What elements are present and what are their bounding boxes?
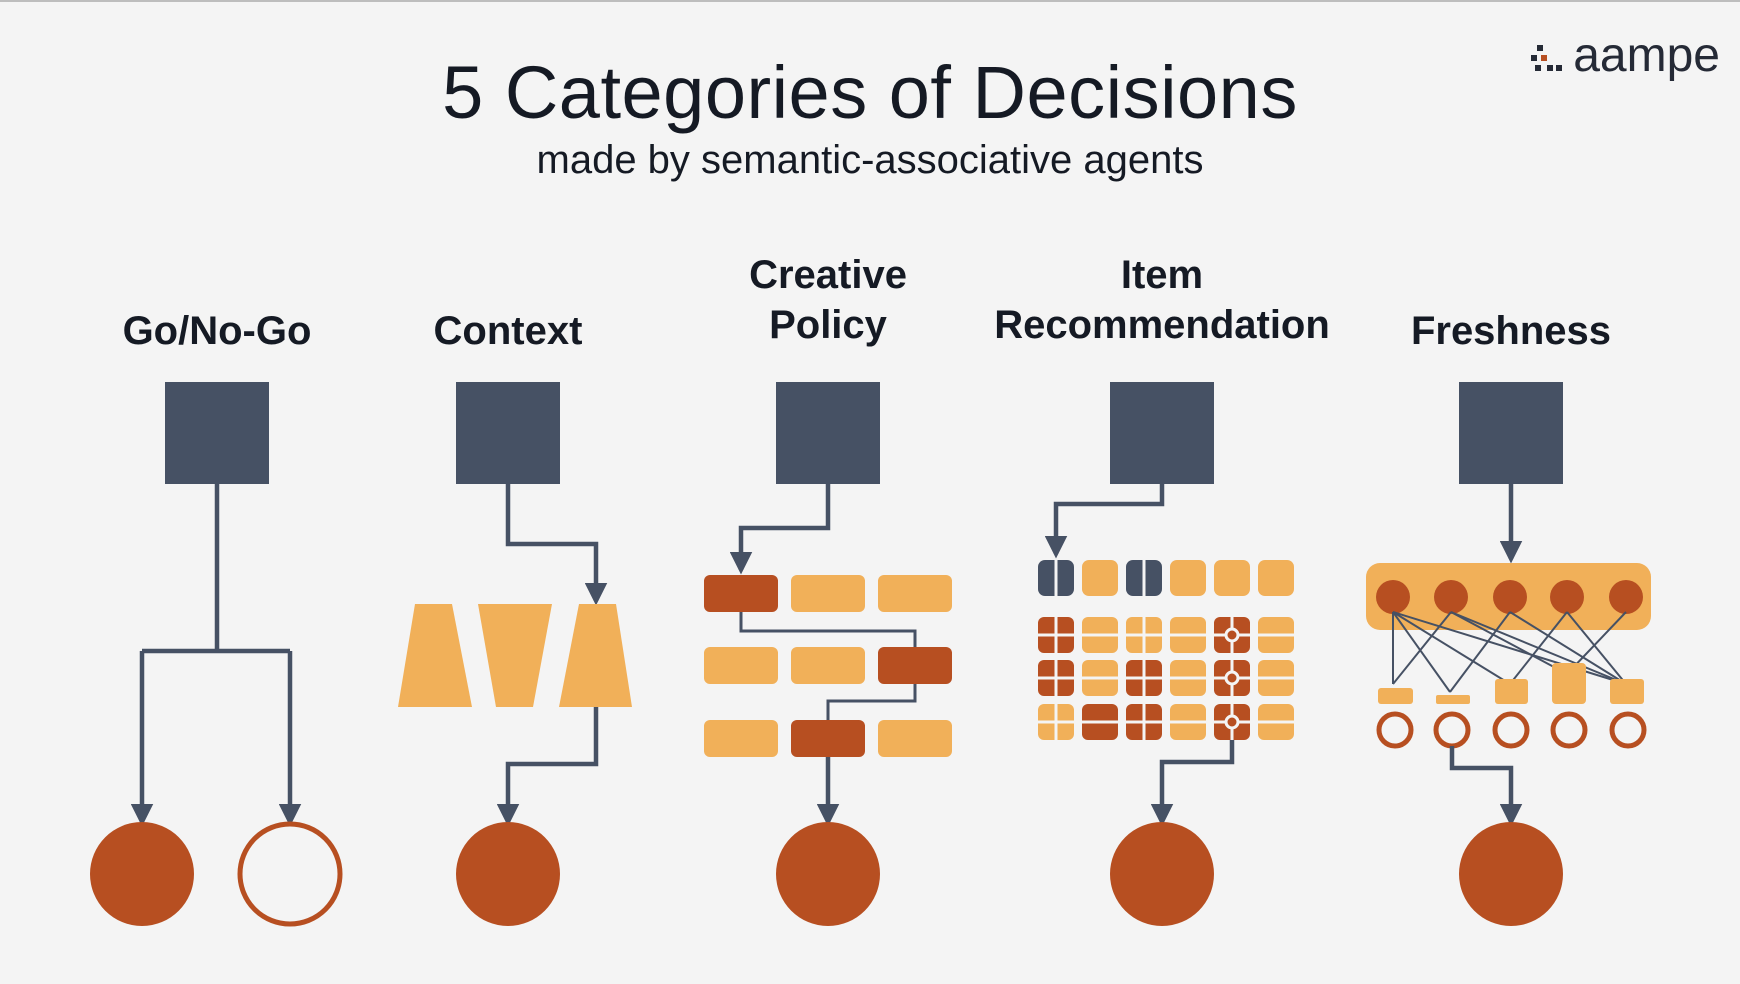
context-diagram — [398, 382, 632, 926]
policy-block — [704, 647, 778, 684]
category-title-freshness: Freshness — [1410, 309, 1612, 353]
candidate-circle — [1609, 711, 1647, 749]
item-recommendation-diagram — [1038, 382, 1294, 926]
freshness-bar — [1378, 688, 1413, 704]
top-border — [0, 0, 1740, 2]
arrow — [729, 484, 831, 575]
no-go-outcome-circle — [237, 821, 343, 927]
item-grid — [1038, 617, 1294, 740]
message-node — [1550, 580, 1584, 614]
go-outcome-circle — [90, 822, 194, 926]
outcome-circle — [1110, 822, 1214, 926]
message-node — [1434, 580, 1468, 614]
agent-square — [456, 382, 560, 484]
go-no-go-diagram — [90, 382, 343, 927]
agent-square — [1110, 382, 1214, 484]
creative-policy-diagram — [704, 382, 952, 926]
freshness-bar — [1436, 695, 1470, 704]
category-title-creative-policy: Creative Policy — [749, 253, 907, 347]
freshness-bar — [1552, 663, 1586, 704]
agent-square — [165, 382, 269, 484]
policy-block — [878, 720, 952, 757]
arrow — [496, 707, 599, 827]
policy-block — [791, 720, 865, 757]
arrow — [505, 484, 608, 606]
item-cell — [1082, 560, 1118, 596]
connector — [826, 684, 917, 720]
outcome-circle — [1459, 822, 1563, 926]
context-trapezoid — [398, 604, 472, 707]
outcome-circle — [456, 822, 560, 926]
item-cell — [1258, 560, 1294, 596]
message-node — [1609, 580, 1643, 614]
policy-block — [791, 647, 865, 684]
policy-block — [704, 575, 778, 612]
item-cell — [1170, 560, 1206, 596]
context-trapezoid — [559, 604, 632, 707]
freshness-diagram — [1366, 382, 1651, 926]
brand-name: aampe — [1573, 29, 1720, 82]
candidate-circle — [1376, 711, 1414, 749]
freshness-bar — [1495, 679, 1528, 704]
agent-square — [776, 382, 880, 484]
brand-logo: aampe — [1529, 28, 1720, 83]
candidate-circle — [1433, 711, 1471, 749]
policy-block — [704, 720, 778, 757]
outcome-circle — [776, 822, 880, 926]
page-subtitle: made by semantic-associative agents — [536, 138, 1204, 182]
aampe-logo-icon — [1531, 44, 1563, 71]
context-trapezoid — [478, 604, 552, 707]
candidate-circle — [1550, 711, 1588, 749]
item-cell — [1214, 560, 1250, 596]
category-title-context: Context — [433, 309, 583, 353]
message-node — [1376, 580, 1410, 614]
message-node — [1493, 580, 1527, 614]
arrow — [1449, 746, 1523, 827]
freshness-bar — [1610, 679, 1644, 704]
arrow — [1150, 740, 1235, 827]
agent-square — [1459, 382, 1563, 484]
policy-block — [791, 575, 865, 612]
policy-block — [878, 575, 952, 612]
category-title-item-recommendation: Item Recommendation — [994, 253, 1330, 347]
connector — [142, 484, 290, 654]
page-title: 5 Categories of Decisions — [442, 51, 1298, 134]
policy-block — [878, 647, 952, 684]
connector — [739, 612, 917, 647]
candidate-circle — [1492, 711, 1530, 749]
category-title-go-no-go: Go/No-Go — [122, 309, 312, 353]
arrow — [1044, 484, 1165, 559]
association-lines — [1392, 611, 1627, 693]
